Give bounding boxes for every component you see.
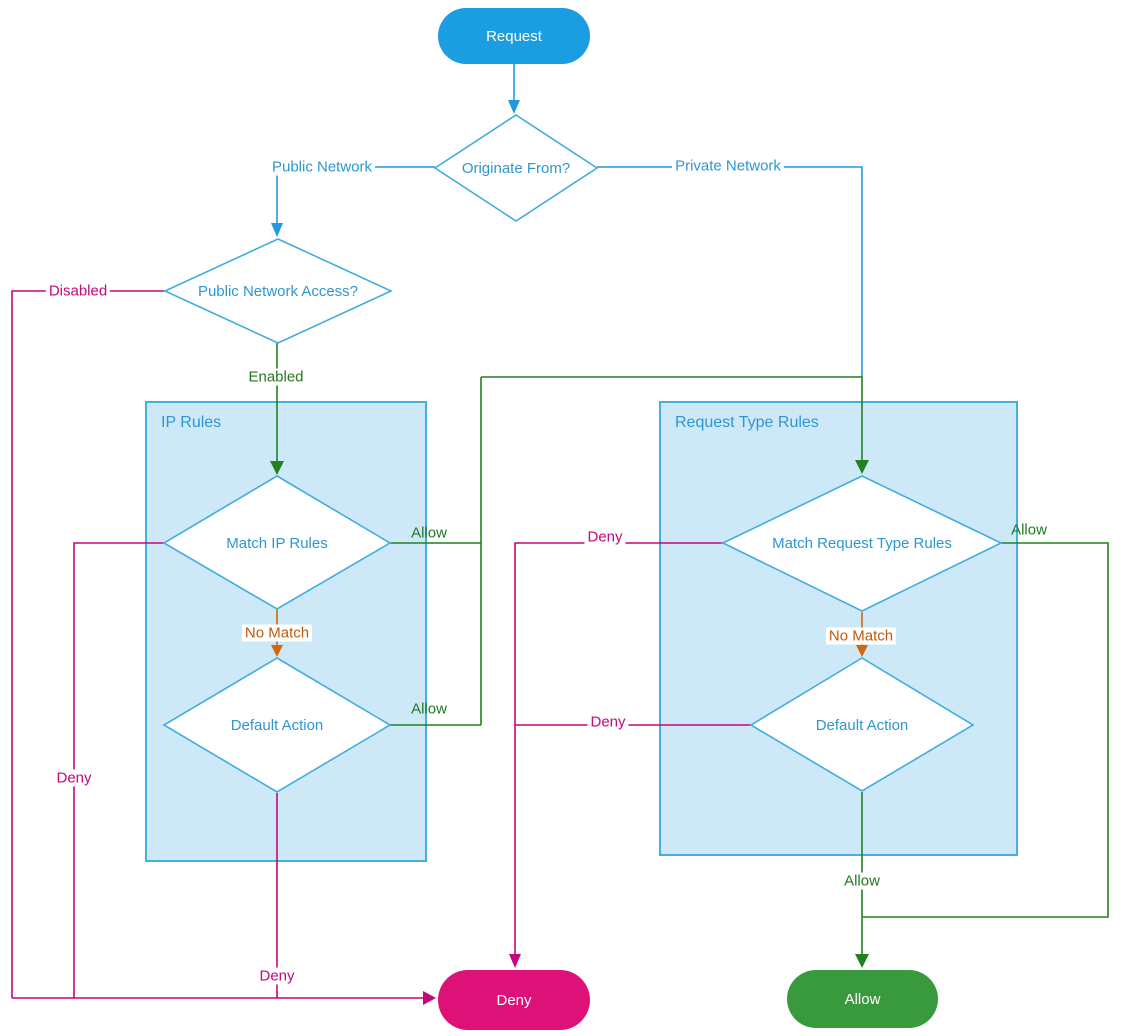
request-node: Request: [438, 8, 590, 64]
edge-rtr-match-deny: [514, 542, 723, 954]
ip-rules-group-title: IP Rules: [161, 414, 222, 431]
deny-terminal-label: Deny: [496, 991, 532, 1009]
allow-terminal-node: Allow: [787, 970, 938, 1028]
edge-to-match-request-type: [481, 376, 863, 460]
default-action-request-type-diamond: [749, 657, 975, 792]
allow-terminal-label: Allow: [844, 990, 881, 1008]
edge-disabled: [11, 290, 165, 998]
originate-from-diamond: [433, 114, 599, 222]
edge-ip-match-deny: [73, 542, 165, 998]
arrowhead-request-to-originate: [508, 100, 520, 114]
public-network-access-diamond: [163, 238, 393, 344]
match-ip-rules-diamond: [162, 475, 392, 610]
arrowhead-rtr-no-match: [856, 645, 868, 657]
arrowhead-public-network: [271, 223, 283, 237]
edge-rtr-match-allow: [862, 542, 1109, 918]
arrowhead-deny-top: [509, 954, 521, 968]
edge-public-network: [276, 166, 435, 223]
edge-private-network: [597, 166, 863, 377]
arrowhead-ip-no-match: [271, 645, 283, 657]
request-node-label: Request: [486, 27, 542, 45]
arrowhead-deny-left: [423, 991, 436, 1005]
deny-terminal-node: Deny: [438, 970, 590, 1030]
match-request-type-rules-diamond: [721, 475, 1003, 612]
request-type-rules-group: Request Type Rules: [659, 401, 1018, 856]
arrowhead-to-match-request-type: [855, 460, 869, 474]
default-action-ip-diamond: [162, 657, 392, 793]
arrowhead-enabled: [270, 461, 284, 475]
request-type-rules-group-title: Request Type Rules: [675, 414, 819, 431]
arrowhead-allow-terminal: [855, 954, 869, 968]
